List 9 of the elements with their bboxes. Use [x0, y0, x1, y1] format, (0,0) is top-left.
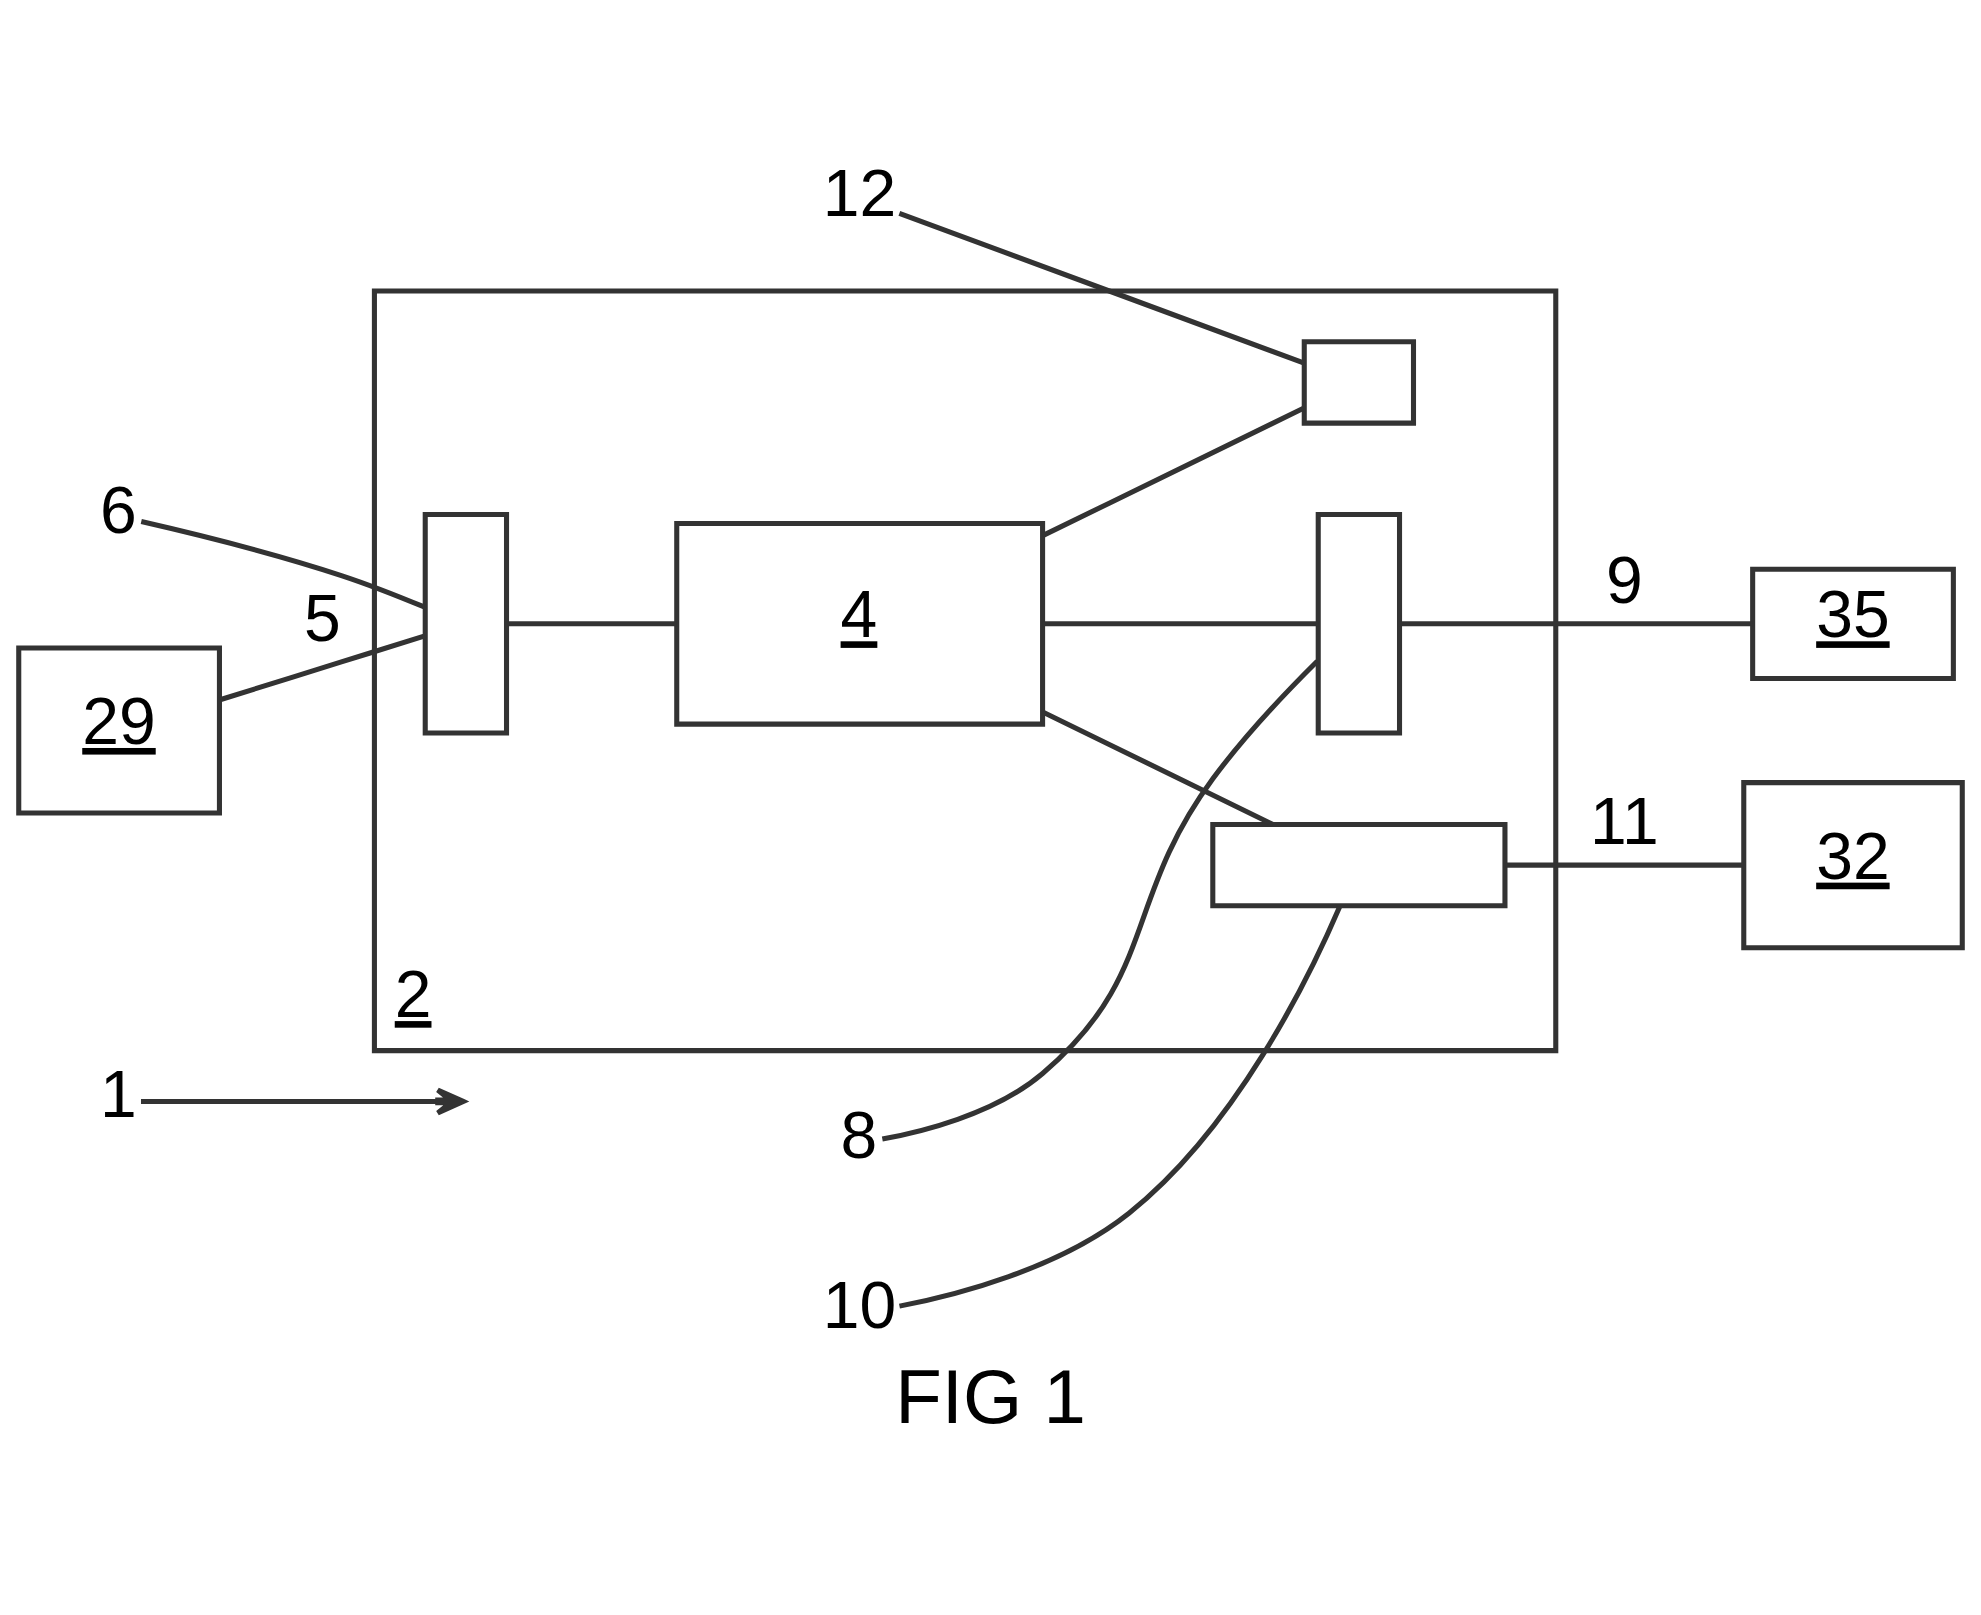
node-text: 1: [100, 1056, 137, 1131]
node-text: 12: [822, 155, 897, 230]
node-text: 8: [840, 1097, 878, 1172]
node-text: 10: [822, 1267, 897, 1342]
edge-label: 5: [303, 580, 341, 655]
node-text: 6: [100, 472, 137, 547]
edge-label: 11: [1590, 783, 1659, 858]
caption: FIG 1: [895, 1353, 1086, 1439]
edge-label: 9: [1606, 542, 1643, 617]
